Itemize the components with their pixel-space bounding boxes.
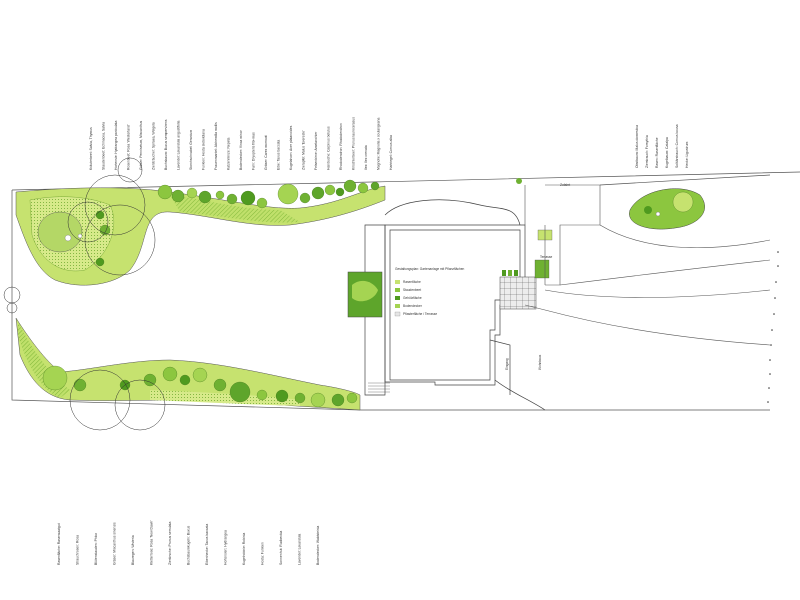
- tree-canopies-lower: [3, 286, 166, 431]
- plant-label: Zierkirsche: Prunus serrulata: [168, 522, 172, 565]
- plant-label: Ziersträucher: Spiraea, Weigela: [152, 122, 156, 170]
- plant-label: Strauchrosen: Rosa: [76, 535, 80, 565]
- plant-label: Funkien: Hosta sieboldiana: [202, 129, 206, 170]
- tree-canopies-upper: [67, 157, 156, 276]
- legend-item: Staudenbeet: [403, 288, 421, 292]
- plant-label: Gräser: Carex morrowii: [264, 135, 268, 170]
- plant-label: Katzenminze: Nepeta: [227, 137, 231, 170]
- plant-label: Rosenbeet: Rosa 'Westerland': [127, 124, 131, 170]
- plant-label: Ilex: Ilex crenata: [364, 145, 368, 170]
- plant-labels-right: Obstbaum: Malus domestica Zierstrauch: Fo…: [635, 124, 689, 168]
- plant-label: Buchsbaumkugeln: Buxus: [187, 525, 191, 565]
- legend-title: Gestaltungsplan: Gartenanlage mit Pflanz…: [395, 267, 465, 271]
- legend-item: Gehölzfläche: [403, 296, 422, 300]
- house-front-bed: [347, 271, 383, 318]
- house-accent-plants: [502, 178, 553, 279]
- legend: Gestaltungsplan: Gartenanlage mit Pflanz…: [394, 267, 465, 317]
- plant-label: Magnolie: Magnolia x soulangeana: [377, 117, 381, 170]
- legend-item: Rasenfläche: [403, 280, 421, 284]
- driveway-label: Zufahrt: [560, 183, 570, 187]
- plant-label: Hecke: Ligustrum: [685, 141, 689, 168]
- plant-label: Hartriegel: Cornus alba: [389, 135, 393, 170]
- plant-label: Rhododendron: Rhododendron: [339, 123, 343, 170]
- legend-item: Pflasterfläche / Terrasse: [403, 312, 437, 316]
- plant-label: Solitärstrauch: Cornus kousa: [675, 124, 679, 168]
- plant-label: Obstbaum: Malus domestica: [635, 125, 639, 168]
- terrace-paving: [499, 276, 537, 310]
- plant-label: Bodendecker: Waldsteinia: [316, 526, 320, 565]
- plant-label: Staudenbeet: Echinacea, Salvia: [102, 122, 106, 170]
- plant-label: Frauenmantel: Alchemilla mollis: [214, 122, 218, 170]
- plant-labels-top: Kräuterbeet: Salvia, Thymus Staudenbeet: …: [89, 117, 393, 170]
- plant-label: Blütenstauden: Phlox: [94, 533, 98, 565]
- entrance-label: Eingang: [505, 358, 509, 370]
- plant-label: Kletterrose: Rosa 'New Dawn': [150, 520, 154, 565]
- plant-label: Kugelahorn: Acer platanoides: [289, 125, 293, 170]
- driveway: [524, 184, 771, 346]
- plant-label: Farn: Dryopteris filix-mas: [252, 132, 256, 170]
- plant-label: Storchschnabel: Geranium: [189, 130, 193, 170]
- right-lawn-island: [629, 188, 705, 230]
- plant-label: Gräser: Pennisetum, Miscanthus: [139, 121, 143, 170]
- plant-label: Kirschlorbeer: Prunus laurocerasus: [352, 117, 356, 170]
- lower-planting-bed: [15, 317, 361, 411]
- plant-label: Kugelbaum: Catalpa: [665, 137, 669, 168]
- property-boundary: [11, 171, 800, 411]
- plant-label: Sonnenhut: Rudbeckia: [279, 531, 283, 565]
- plant-label: Hortensie: Hydrangea paniculata: [114, 121, 118, 170]
- plant-label: Zierapfel: Malus 'Evereste': [302, 130, 306, 170]
- plant-label: Hosta: Funkien: [261, 542, 265, 565]
- plant-label: Lavendel: Lavandula: [298, 534, 302, 565]
- plant-label: Gräser: Miscanthus sinensis: [113, 522, 117, 565]
- plant-label: Eibe: Taxus baccata: [277, 140, 281, 170]
- terrace-label: Terrasse: [540, 255, 552, 259]
- plant-label: Kräuterbeet: Salvia, Thymus: [89, 127, 93, 170]
- plant-label: Bodendecker: Vinca minor: [239, 129, 243, 170]
- legend-item: Bodendecker: [403, 304, 423, 308]
- plant-label: Rasenfläche: Rasensaatgut: [57, 523, 61, 565]
- plant-label: Lavendel: Lavandula angustifolia: [177, 120, 181, 170]
- plant-label: Hortensien: Hydrangea: [224, 530, 228, 565]
- house-stairs: [368, 382, 390, 393]
- plant-label: Zierstrauch: Forsythia: [645, 135, 649, 168]
- plant-label: Eibenhecke: Taxus baccata: [205, 524, 209, 565]
- annotations: Terrasse Eingang Zufahrt Wohnhaus: [505, 183, 570, 370]
- plant-label: Kugelrobinie: Robinia: [242, 533, 246, 565]
- right-boundary-dots: [767, 251, 779, 403]
- house-label: Wohnhaus: [538, 354, 542, 370]
- plant-label: Rasen: Rasenfläche: [655, 137, 659, 168]
- plant-label: Felsenbirne: Amelanchier: [314, 131, 318, 170]
- plant-label: Buchsbaum: Buxus sempervirens: [164, 119, 168, 170]
- plant-label: Hainbuche: Carpinus betulus: [327, 126, 331, 170]
- plant-labels-bottom: Rasenfläche: Rasensaatgut Strauchrosen: R…: [57, 520, 320, 565]
- plant-label: Blauregen: Wisteria: [131, 535, 135, 565]
